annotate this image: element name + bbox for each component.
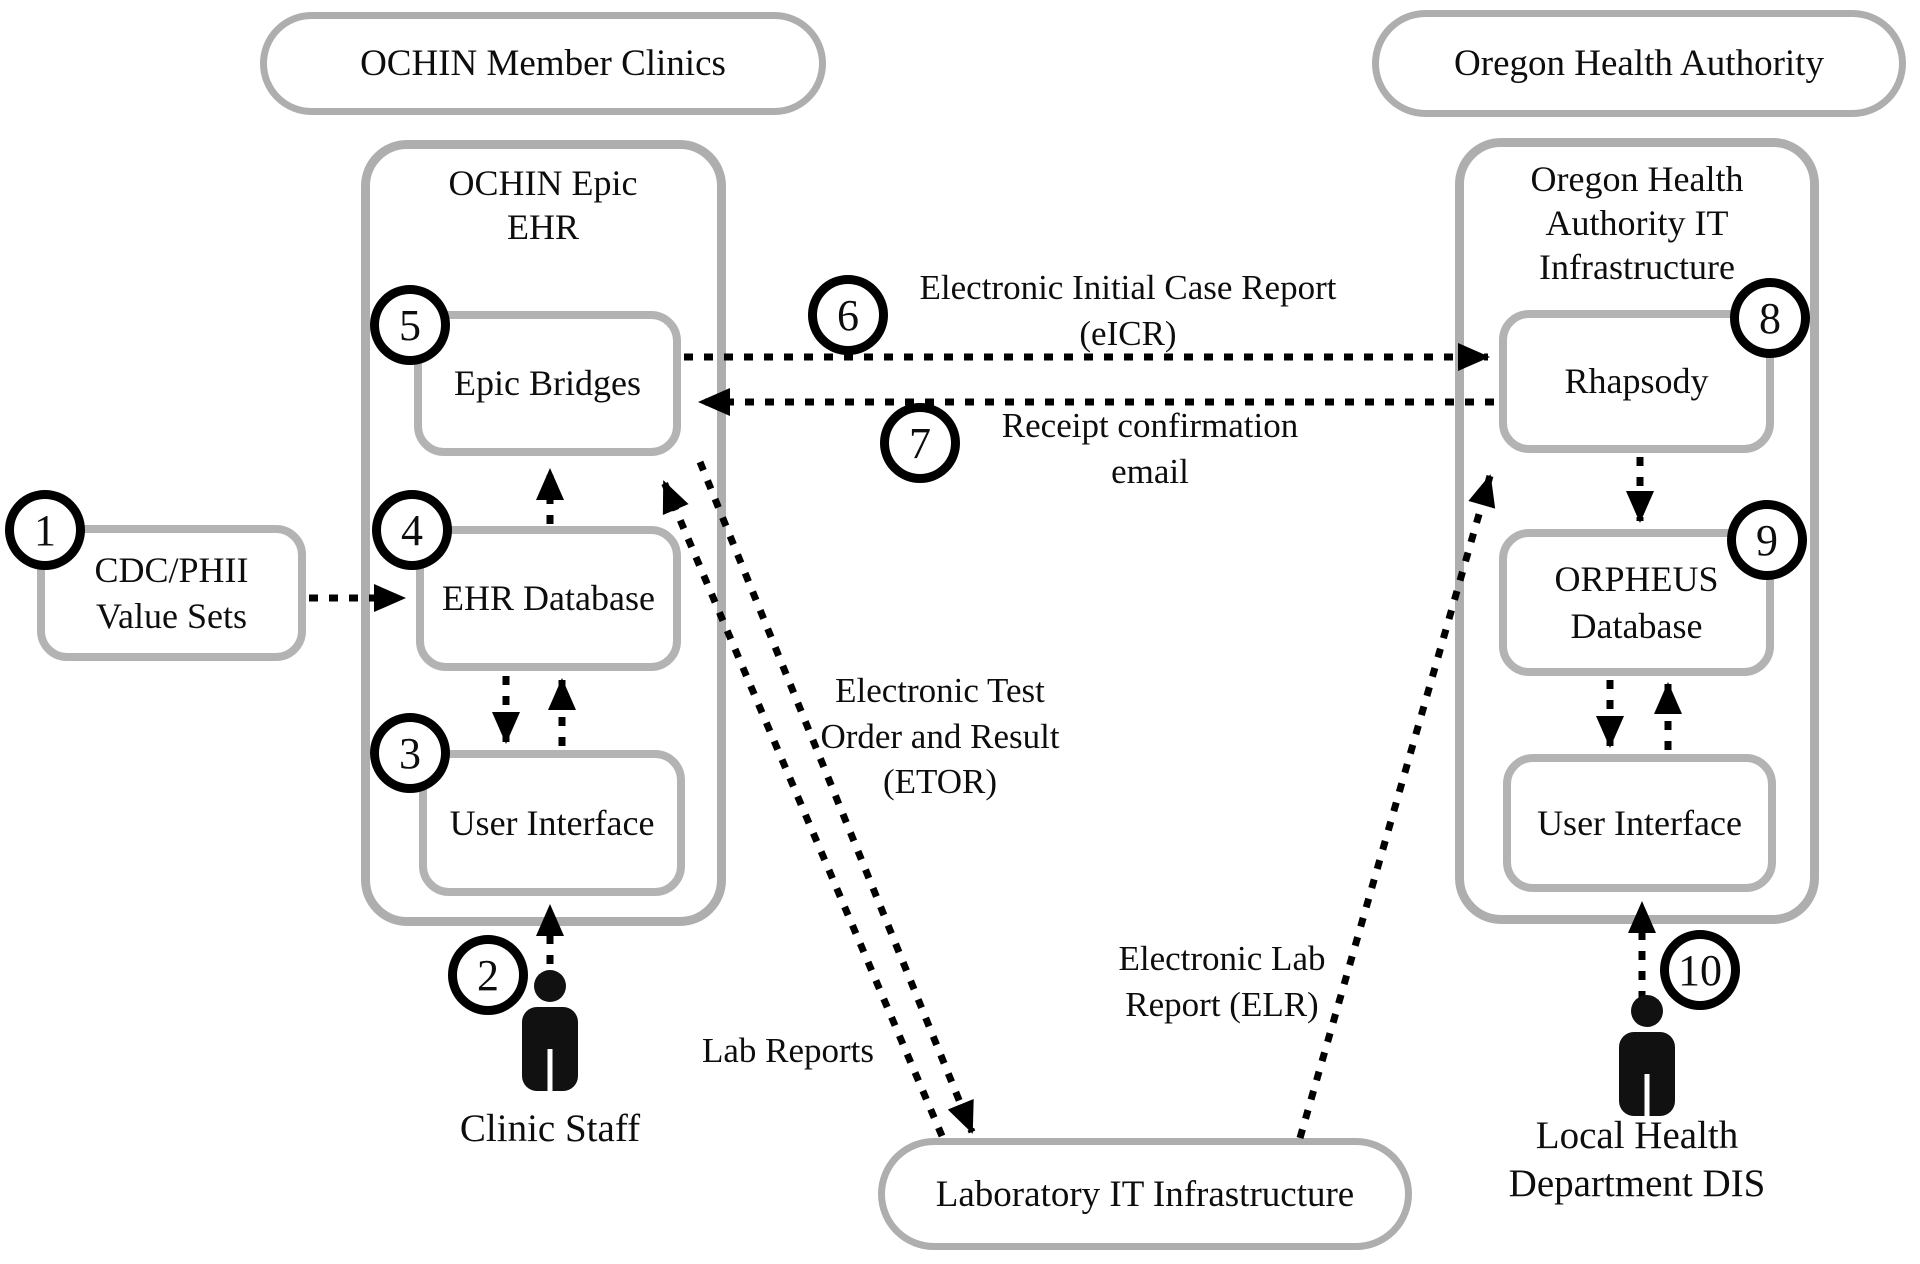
step-7-label: 7 <box>909 418 931 468</box>
node-user-interface-left: User Interface <box>419 750 685 896</box>
step-8-label: 8 <box>1759 293 1781 343</box>
pill-ochin-member-clinics-label: OCHIN Member Clinics <box>360 43 726 84</box>
step-circle-7: 7 <box>880 403 960 483</box>
clinic-staff-person-icon <box>518 969 582 1091</box>
label-eicr: Electronic Initial Case Report (eICR) <box>919 268 1337 353</box>
node-orpheus-database: ORPHEUS Database <box>1499 529 1774 676</box>
step-10-label: 10 <box>1678 945 1722 995</box>
step-circle-9: 9 <box>1727 500 1807 580</box>
label-etor: Electronic Test Order and Result (ETOR) <box>820 671 1060 801</box>
step-circle-4: 4 <box>372 490 452 570</box>
node-user-interface-right: User Interface <box>1503 754 1776 892</box>
step-3-label: 3 <box>399 728 421 778</box>
label-receipt-confirmation: Receipt confirmation email <box>1001 406 1299 491</box>
container-ochin-epic-ehr-title: OCHIN Epic EHR <box>448 163 638 247</box>
pill-oregon-health-authority-label: Oregon Health Authority <box>1454 43 1824 84</box>
container-oha-it-infrastructure-title: Oregon Health Authority IT Infrastructur… <box>1530 159 1744 287</box>
node-cdc-phii-value-sets: CDC/PHII Value Sets <box>37 525 306 661</box>
node-epic-bridges: Epic Bridges <box>414 311 681 456</box>
step-circle-10: 10 <box>1660 930 1740 1010</box>
step-circle-5: 5 <box>370 285 450 365</box>
clinic-staff-label: Clinic Staff <box>459 1107 641 1150</box>
pill-ochin-member-clinics: OCHIN Member Clinics <box>260 12 826 115</box>
label-elr: Electronic Lab Report (ELR) <box>1118 939 1326 1024</box>
step-circle-6: 6 <box>808 275 888 355</box>
step-circle-3: 3 <box>370 713 450 793</box>
step-circle-2: 2 <box>448 935 528 1015</box>
label-lab-reports: Lab Reports <box>701 1031 875 1070</box>
step-circle-1: 1 <box>5 490 85 570</box>
step-4-label: 4 <box>401 505 423 555</box>
person-glyph <box>1619 995 1675 1116</box>
pill-laboratory-it-infrastructure-label: Laboratory IT Infrastructure <box>935 1173 1355 1215</box>
lhd-dis-person-icon <box>1615 994 1679 1116</box>
step-6-label: 6 <box>837 290 859 340</box>
step-9-label: 9 <box>1756 515 1778 565</box>
person-glyph <box>522 970 578 1091</box>
step-2-label: 2 <box>477 950 499 1000</box>
step-circle-8: 8 <box>1730 278 1810 358</box>
node-ehr-database: EHR Database <box>416 526 681 671</box>
pill-oregon-health-authority: Oregon Health Authority <box>1372 10 1906 117</box>
node-rhapsody: Rhapsody <box>1499 310 1774 453</box>
lhd-dis-label: Local Health Department DIS <box>1508 1114 1766 1205</box>
step-1-label: 1 <box>34 505 56 555</box>
step-5-label: 5 <box>399 300 421 350</box>
pill-laboratory-it-infrastructure: Laboratory IT Infrastructure <box>878 1138 1412 1250</box>
